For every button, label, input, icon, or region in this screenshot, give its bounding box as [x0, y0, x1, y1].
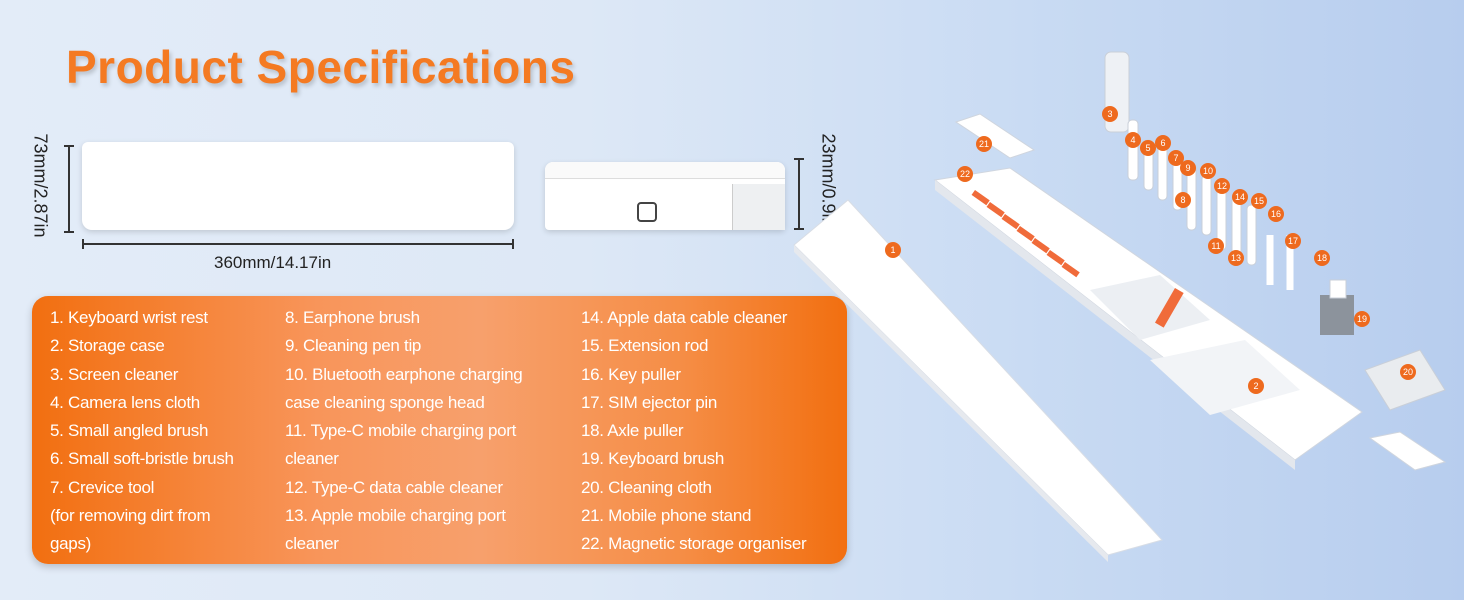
svg-text:2: 2 [1253, 381, 1258, 391]
svg-text:11: 11 [1211, 241, 1220, 251]
depth-dimension-line [798, 158, 800, 230]
component-list-item: 3. Screen cleaner [50, 364, 179, 384]
component-list-item: 11. Type-C mobile charging port [285, 421, 517, 441]
case-front-view [82, 142, 514, 230]
component-list-item: 2. Storage case [50, 336, 165, 356]
height-dimension-label: 73mm/2.87in [30, 133, 51, 238]
component-list-item: 16. Key puller [581, 364, 681, 384]
phone-stand-left [954, 113, 1036, 159]
component-list-item: 18. Axle puller [581, 421, 684, 441]
number-badges: 1 2 3 4 5 6 7 8 9 10 11 12 13 14 15 16 1… [885, 106, 1416, 394]
svg-text:20: 20 [1403, 367, 1413, 377]
component-list-item: 22. Magnetic storage organiser [581, 534, 807, 554]
component-list-item: 6. Small soft-bristle brush [50, 449, 234, 469]
svg-text:6: 6 [1160, 138, 1165, 148]
component-list-item: 17. SIM ejector pin [581, 392, 718, 412]
length-dimension-label: 360mm/14.17in [214, 253, 332, 272]
component-list-item: 13. Apple mobile charging port [285, 506, 506, 526]
svg-text:3: 3 [1107, 109, 1112, 119]
magnet-icon [637, 202, 657, 222]
svg-text:1: 1 [890, 245, 895, 255]
keyboard-brush [1320, 295, 1354, 335]
component-list-item: 10. Bluetooth earphone charging [285, 364, 523, 384]
component-list-column-2: 8. Earphone brush 9. Cleaning pen tip 10. … [285, 304, 575, 559]
component-list-item: 14. Apple data cable cleaner [581, 308, 788, 327]
phone-stand-right [1368, 431, 1447, 471]
cleaning-cloth [1364, 349, 1446, 411]
product-photo: 1 2 3 4 5 6 7 8 9 10 11 12 13 14 15 16 1… [793, 51, 1447, 562]
svg-text:13: 13 [1231, 253, 1241, 263]
svg-text:7: 7 [1173, 153, 1178, 163]
component-list-item: cleaner [285, 534, 339, 554]
component-list-item: 12. Type-C data cable cleaner [285, 477, 503, 497]
svg-text:12: 12 [1217, 181, 1227, 191]
component-list-panel: 1. Keyboard wrist rest 2. Storage case 3. … [32, 296, 847, 564]
svg-text:22: 22 [960, 169, 970, 179]
component-list-item: cleaner [285, 449, 339, 469]
svg-text:8: 8 [1180, 195, 1185, 205]
component-list-item: 20. Cleaning cloth [581, 477, 712, 497]
component-list-item: 1. Keyboard wrist rest [50, 308, 208, 327]
svg-text:15: 15 [1254, 196, 1264, 206]
svg-text:21: 21 [979, 139, 989, 149]
svg-text:10: 10 [1203, 166, 1213, 176]
svg-text:16: 16 [1271, 209, 1281, 219]
height-dimension-line [68, 145, 70, 233]
svg-text:19: 19 [1357, 314, 1367, 324]
length-dimension-line [82, 243, 514, 245]
svg-text:17: 17 [1288, 236, 1298, 246]
component-list-item: 8. Earphone brush [285, 308, 420, 327]
component-list-column-1: 1. Keyboard wrist rest 2. Storage case 3. … [50, 304, 260, 559]
svg-text:5: 5 [1145, 143, 1150, 153]
page-title: Product Specifications [66, 41, 576, 93]
component-list-item: 9. Cleaning pen tip [285, 336, 422, 356]
case-side-view [545, 162, 785, 230]
tool-slots [971, 190, 1184, 328]
component-list-item: 21. Mobile phone stand [581, 506, 752, 526]
component-list-item: gaps) [50, 534, 92, 554]
component-list-item: (for removing dirt from [50, 506, 211, 526]
svg-text:9: 9 [1185, 163, 1190, 173]
component-list-item: 4. Camera lens cloth [50, 392, 200, 412]
svg-text:18: 18 [1317, 253, 1327, 263]
component-list-item: 7. Crevice tool [50, 477, 155, 497]
component-list-item: 5. Small angled brush [50, 421, 209, 441]
svg-text:14: 14 [1235, 192, 1245, 202]
component-list-item: case cleaning sponge head [285, 392, 485, 412]
component-list-item: 15. Extension rod [581, 336, 709, 356]
component-list-item: 19. Keyboard brush [581, 449, 724, 469]
component-list-column-3: 14. Apple data cable cleaner 15. Extensio… [581, 304, 841, 559]
svg-text:4: 4 [1130, 135, 1135, 145]
